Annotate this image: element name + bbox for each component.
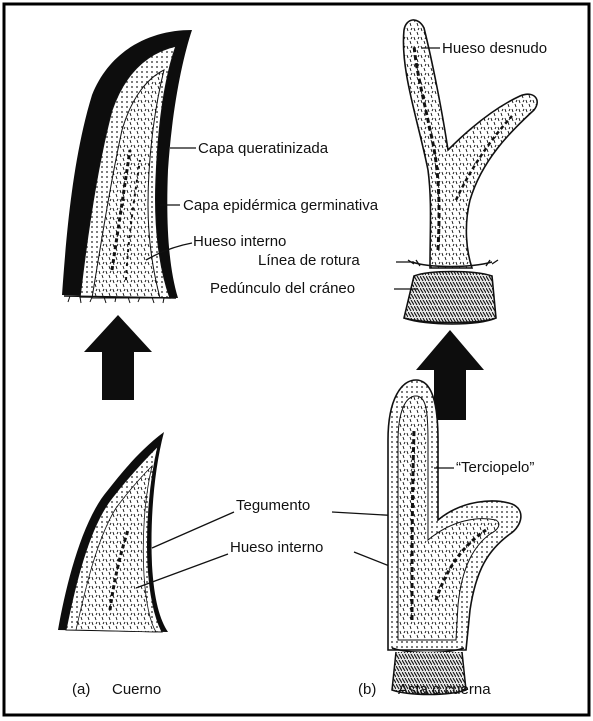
label-skull-pedicle: Pedúnculo del cráneo: [210, 280, 355, 297]
label-keratin-layer: Capa queratinizada: [198, 140, 329, 157]
label-inner-bone-bottom: Hueso interno: [230, 539, 323, 556]
label-bare-bone: Hueso desnudo: [442, 40, 547, 57]
caption-a-name: Cuerno: [112, 681, 161, 698]
caption-b-name: Asta o cuerna: [398, 681, 491, 698]
label-integument: Tegumento: [236, 497, 310, 514]
label-inner-bone-top: Hueso interno: [193, 233, 286, 250]
caption-b-letter: (b): [358, 681, 376, 698]
caption-a-letter: (a): [72, 681, 90, 698]
label-velvet: “Terciopelo”: [456, 459, 534, 476]
label-break-line: Línea de rotura: [258, 252, 360, 269]
caption-a: (a) Cuerno: [72, 681, 161, 698]
label-germinative-layer: Capa epidérmica germinativa: [183, 197, 379, 214]
